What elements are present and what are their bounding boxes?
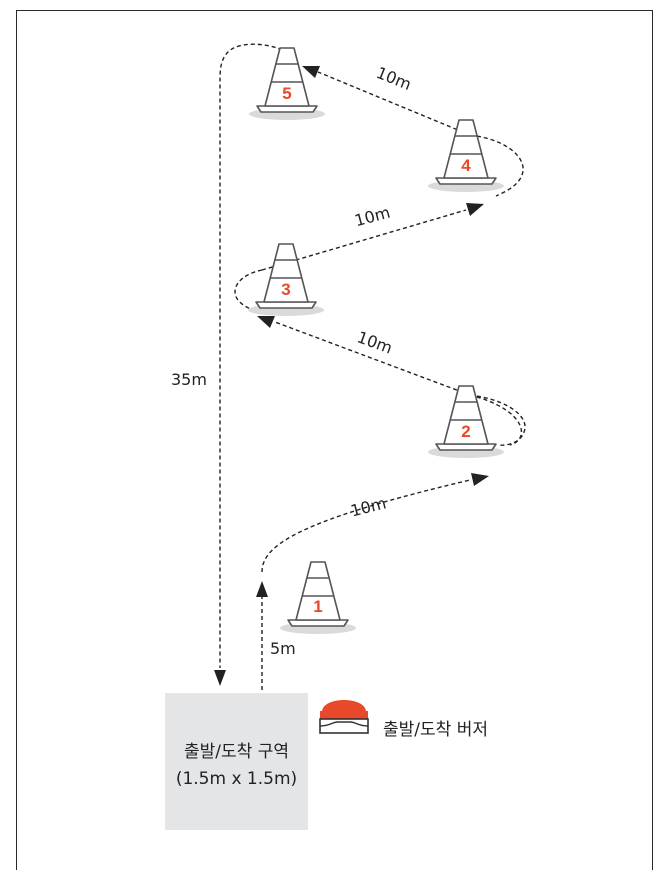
path-return xyxy=(219,43,283,668)
distance-label-4-5: 10m xyxy=(374,63,414,94)
path-to-cone2 xyxy=(261,479,471,573)
start-zone-size: (1.5m x 1.5m) xyxy=(175,769,298,789)
path-to-cone3 xyxy=(274,321,523,446)
distance-label-return: 35m xyxy=(171,370,207,389)
distance-label-start: 5m xyxy=(270,639,296,658)
buzzer-label: 출발/도착 버저 xyxy=(383,720,488,740)
buzzer-icon xyxy=(319,700,369,734)
arrow-return-down xyxy=(214,670,226,686)
arrow-start-up xyxy=(256,581,268,597)
cone-number-4: 4 xyxy=(461,156,471,175)
cone-number-1: 1 xyxy=(313,597,322,616)
diagram-frame xyxy=(16,10,653,870)
distance-label-2-3: 10m xyxy=(355,327,395,357)
cone-number-3: 3 xyxy=(281,280,290,299)
arrow-to-cone2 xyxy=(471,473,489,486)
distance-label-3-4: 10m xyxy=(353,203,393,231)
start-finish-zone: 출발/도착 구역 (1.5m x 1.5m) xyxy=(165,693,308,830)
path-loop-cone4 xyxy=(469,134,524,197)
arrow-to-cone5 xyxy=(302,66,320,78)
distance-label-1-2: 10m xyxy=(349,493,388,520)
cone-number-5: 5 xyxy=(282,84,291,103)
cone-number-2: 2 xyxy=(461,422,470,441)
arrow-to-cone3 xyxy=(257,316,275,328)
arrow-to-cone4 xyxy=(466,203,484,216)
path-loop-cone2 xyxy=(469,394,526,446)
start-zone-label: 출발/도착 구역 xyxy=(184,742,289,762)
course-diagram: 1 2 3 4 5 5m 10m 10m 10m 10m 35m xyxy=(171,43,526,734)
